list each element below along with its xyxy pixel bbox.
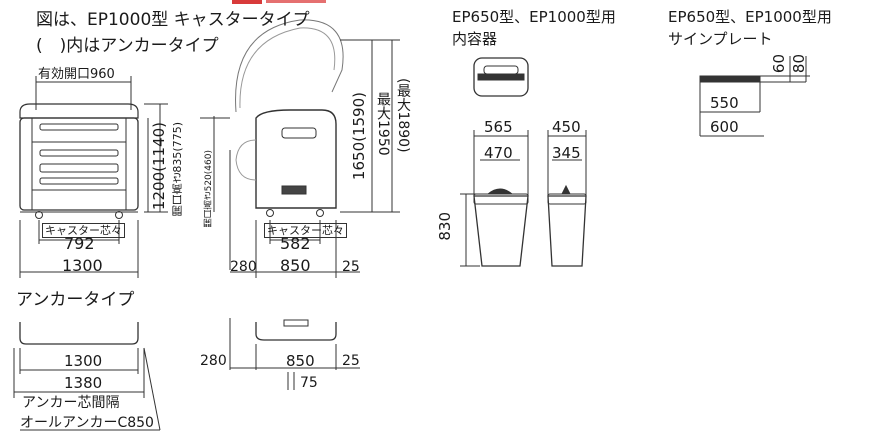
side-caster-label: キャスター芯々 <box>264 223 347 238</box>
anchor-type-title: アンカータイプ <box>16 290 135 310</box>
side-height-closed: 1650(1590) <box>350 92 368 181</box>
anchor-side-dim-left: 280 <box>200 353 227 369</box>
front-opening-width: 有効開口960 <box>38 67 115 82</box>
inner-container-top-view <box>473 57 529 97</box>
inner-w-inner-side: 345 <box>552 144 581 162</box>
anchor-side-dim-bottom: 75 <box>300 375 318 391</box>
side-height-max-anchor: (最大1890) <box>395 78 411 153</box>
red-marker <box>232 0 262 4</box>
anchor-pitch-label: アンカー芯間隔 <box>22 395 120 411</box>
front-opening-height: 開口高さ835(775) <box>171 122 184 217</box>
anchor-side-drawing <box>229 318 360 390</box>
side-view-drawing <box>200 19 400 278</box>
sign-plate-drawing <box>699 56 810 137</box>
inner-container-side <box>547 130 587 267</box>
front-overall-width: 1300 <box>62 256 103 275</box>
anchor-side-dim-mid: 850 <box>286 352 315 370</box>
sign-h1: 60 <box>770 54 788 74</box>
inner-container-title-1: EP650型、EP1000型用 <box>452 8 616 26</box>
side-dim-left: 280 <box>230 259 257 275</box>
inner-w-top-front: 565 <box>484 118 513 136</box>
side-dim-mid: 850 <box>280 256 311 275</box>
front-caster-label: キャスター芯々 <box>42 223 125 238</box>
sign-plate-title-2: サインプレート <box>668 30 773 48</box>
anchor-side-dim-right: 25 <box>342 353 360 369</box>
side-height-max: 最大1950 <box>375 92 391 156</box>
side-dim-right: 25 <box>342 259 360 275</box>
inner-container-title-2: 内容器 <box>452 30 498 48</box>
red-marker <box>266 0 326 3</box>
inner-height: 830 <box>436 212 454 241</box>
inner-w-inner-front: 470 <box>484 144 513 162</box>
heading-line-1: 図は、EP1000型 キャスタータイプ <box>36 10 310 30</box>
side-opening-height: 開口高さ520(460) <box>204 150 214 228</box>
anchor-w1: 1300 <box>64 352 103 370</box>
anchor-w2: 1380 <box>64 374 103 392</box>
front-view-drawing <box>19 76 168 278</box>
sign-h2: 80 <box>790 54 808 74</box>
sign-w2: 600 <box>710 118 739 136</box>
heading-line-2: ( )内はアンカータイプ <box>36 36 219 56</box>
front-height: 1200(1140) <box>150 122 168 211</box>
inner-w-top-side: 450 <box>552 118 581 136</box>
anchor-front-drawing <box>13 322 161 431</box>
sign-plate-title-1: EP650型、EP1000型用 <box>668 8 832 26</box>
side-caster-value: 582 <box>280 234 311 253</box>
front-caster-value: 792 <box>64 234 95 253</box>
anchor-all-anchor: オールアンカーC850 <box>20 415 154 431</box>
sign-w1: 550 <box>710 94 739 112</box>
inner-container-front <box>460 130 529 267</box>
